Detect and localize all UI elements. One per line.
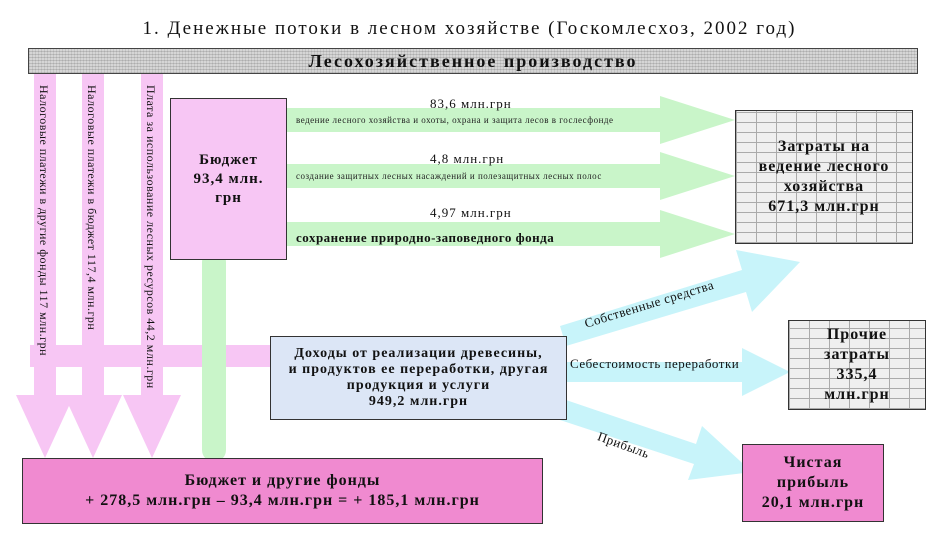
income-box: Доходы от реализации древесины, и продук…	[270, 336, 567, 420]
profit-line1: Чистая	[783, 454, 843, 471]
other-line4: млн.грн	[824, 386, 890, 403]
budget-line2: 93,4 млн.	[193, 170, 264, 187]
other-line3: 335,4	[836, 366, 878, 383]
flow-1-amount: 83,6 млн.грн	[430, 96, 512, 111]
flow-3-amount: 4,97 млн.грн	[430, 205, 512, 220]
vertical-label-forest-fee: Плата за использование лесных ресурсов 4…	[144, 85, 158, 389]
arrow-flow-3	[287, 210, 735, 258]
budget-funds-box: Бюджет и другие фонды + 278,5 млн.грн – …	[22, 458, 543, 524]
costs-line4: 671,3 млн.грн	[768, 198, 880, 215]
profit-line3: 20,1 млн.грн	[761, 494, 865, 511]
budget-line1: Бюджет	[199, 151, 258, 168]
arrow-budget-down	[202, 250, 226, 462]
arrow-other-funds	[16, 72, 74, 458]
forestry-costs-box: Затраты на ведение лесного хозяйства 671…	[735, 110, 913, 244]
budget-line3: грн	[215, 189, 242, 206]
flow-3-label: сохранение природно-заповедного фонда	[296, 230, 555, 245]
arrow-profit	[560, 400, 752, 480]
arrow-processing	[567, 348, 790, 396]
flow-1-label: ведение лесного хозяйства и охоты, охран…	[296, 115, 614, 125]
income-line1: Доходы от реализации древесины,	[294, 346, 543, 361]
income-line2: и продуктов ее переработки, другая	[288, 362, 549, 377]
net-profit-box: Чистая прибыль 20,1 млн.грн	[742, 444, 884, 522]
other-line2: затраты	[824, 346, 890, 363]
vertical-label-other-funds: Налоговые платежи в другие фонды 117 млн…	[37, 85, 51, 357]
diagram-title: 1. Денежные потоки в лесном хозяйстве (Г…	[142, 18, 797, 39]
income-line4: 949,2 млн.грн	[368, 394, 469, 409]
arrow-budget-tax	[64, 72, 122, 458]
costs-line2: ведение лесного	[758, 158, 890, 175]
arrow-forest-fee	[123, 72, 181, 458]
budget-box: Бюджет 93,4 млн. грн	[170, 98, 287, 260]
flow-2-label: создание защитных лесных насаждений и по…	[296, 171, 602, 181]
forest-production-band: Лесохозяйственное производство	[28, 48, 918, 74]
arrow-flow-2	[287, 152, 735, 200]
income-line3: продукция и услуги	[346, 378, 491, 393]
funds-line1: Бюджет и другие фонды	[184, 472, 381, 489]
profit-line2: прибыль	[776, 474, 850, 491]
other-costs-box: Прочие затраты 335,4 млн.грн	[788, 320, 926, 410]
arrow-own-funds	[560, 250, 800, 346]
arrow-flow-1	[287, 96, 735, 144]
other-line1: Прочие	[826, 326, 888, 343]
processing-cost-label: Себестоимость переработки	[570, 356, 740, 371]
costs-line1: Затраты на	[777, 138, 871, 155]
flow-2-amount: 4,8 млн.грн	[430, 151, 505, 166]
vertical-label-budget-tax: Налоговые платежи в бюджет 117,4 млн.грн	[85, 85, 99, 331]
funds-line2: + 278,5 млн.грн – 93,4 млн.грн = + 185,1…	[85, 492, 480, 509]
costs-line3: хозяйства	[783, 178, 865, 195]
